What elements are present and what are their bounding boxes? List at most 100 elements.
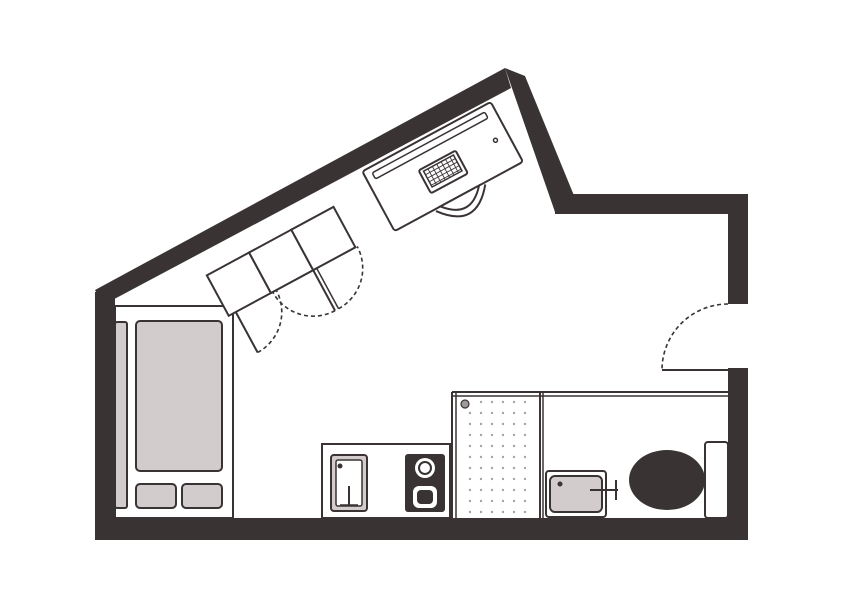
- shower-dot: [523, 466, 527, 470]
- shower-dot: [501, 444, 505, 448]
- shower-dot: [490, 499, 494, 503]
- laptop-keys: [425, 156, 462, 186]
- shower-dot: [512, 400, 516, 404]
- office-chair-icon: [435, 183, 487, 218]
- basin-inner: [549, 475, 603, 513]
- wardrobe-door-2: [312, 269, 336, 312]
- wardrobe-door-3: [316, 267, 340, 310]
- shower-dot: [479, 477, 483, 481]
- hob-ring-small-inner: [417, 490, 433, 504]
- shower-dot: [468, 477, 472, 481]
- shower-dot: [512, 455, 516, 459]
- wardrobe: [205, 205, 364, 354]
- toilet-icon: [629, 441, 729, 519]
- shower-dot: [523, 400, 527, 404]
- shower-dot: [523, 510, 527, 514]
- pillow-left: [135, 483, 177, 509]
- shower-dot: [490, 411, 494, 415]
- shower-dot: [501, 488, 505, 492]
- desk: [362, 102, 523, 232]
- shower-dot: [512, 422, 516, 426]
- basin-drain: [557, 481, 563, 487]
- mattress: [135, 320, 223, 472]
- shower-tray-pattern: [468, 400, 527, 514]
- desk-shelf: [372, 111, 489, 180]
- wardrobe-door-1: [234, 311, 259, 353]
- shower-dot: [523, 499, 527, 503]
- wall-diagonal-right: [505, 68, 575, 212]
- shower-dot: [468, 488, 472, 492]
- wardrobe-door-swing-1: [257, 289, 283, 354]
- shower-dot: [468, 499, 472, 503]
- shower-dot: [523, 488, 527, 492]
- shower-dot: [490, 455, 494, 459]
- wall-left: [95, 292, 115, 540]
- shower-dot: [490, 466, 494, 470]
- wardrobe-door-swing-3: [338, 245, 364, 310]
- shower-dot: [468, 444, 472, 448]
- shower-dot: [490, 444, 494, 448]
- sink-basin: [335, 459, 363, 507]
- shower-dot: [479, 455, 483, 459]
- shower-dot: [523, 411, 527, 415]
- shower-dot: [468, 422, 472, 426]
- toilet-bowl: [629, 450, 705, 510]
- laptop-icon: [418, 150, 469, 194]
- wall-bottom: [95, 518, 748, 540]
- kitchenette: [321, 443, 451, 519]
- shower-dot: [501, 400, 505, 404]
- shower-dot: [512, 411, 516, 415]
- shower-dot: [501, 411, 505, 415]
- wall-right-lower: [728, 368, 748, 540]
- shower-dot: [501, 477, 505, 481]
- shower-drain-icon: [460, 399, 470, 409]
- wall-right-upper: [728, 194, 748, 304]
- shower-dot: [523, 477, 527, 481]
- shower-dot: [512, 433, 516, 437]
- shower-dot: [523, 422, 527, 426]
- toilet-cistern: [704, 441, 729, 519]
- shower-dot: [512, 488, 516, 492]
- sink-drain: [337, 463, 343, 469]
- shower-dot: [501, 433, 505, 437]
- shower-dot: [479, 422, 483, 426]
- wall-upper-right: [555, 194, 748, 214]
- shower-dot: [501, 510, 505, 514]
- shower-dot: [512, 466, 516, 470]
- shower-dot: [479, 400, 483, 404]
- shower-dot: [490, 422, 494, 426]
- wardrobe-door-swing-2: [272, 291, 336, 317]
- shower-dot: [468, 411, 472, 415]
- chair-seat: [437, 183, 481, 211]
- shower-dot: [512, 510, 516, 514]
- desk-lamp-icon: [492, 137, 499, 144]
- shower-dot: [468, 455, 472, 459]
- shower-dot: [479, 488, 483, 492]
- shower-dot: [523, 433, 527, 437]
- shower-dot: [490, 433, 494, 437]
- shower-tray: [460, 399, 527, 514]
- shower-dot: [512, 477, 516, 481]
- headboard: [114, 321, 128, 509]
- shower-dot: [501, 455, 505, 459]
- shower-dot: [501, 422, 505, 426]
- shower-dot: [490, 400, 494, 404]
- bed: [114, 305, 234, 519]
- bathroom-sink-icon: [545, 470, 618, 518]
- shower-dot: [490, 510, 494, 514]
- shower-dot: [501, 499, 505, 503]
- shower-dot: [479, 411, 483, 415]
- pillow-right: [181, 483, 223, 509]
- shower-dot: [512, 444, 516, 448]
- exterior-walls: [95, 68, 748, 540]
- entrance-door[interactable]: [661, 303, 729, 371]
- shower-dot: [512, 499, 516, 503]
- wardrobe-unit-3: [289, 205, 357, 272]
- shower-dot: [468, 433, 472, 437]
- bathroom: [451, 391, 729, 519]
- shower-dot: [479, 499, 483, 503]
- shower-dot: [490, 477, 494, 481]
- shower-dot: [468, 510, 472, 514]
- chair-back: [435, 184, 487, 218]
